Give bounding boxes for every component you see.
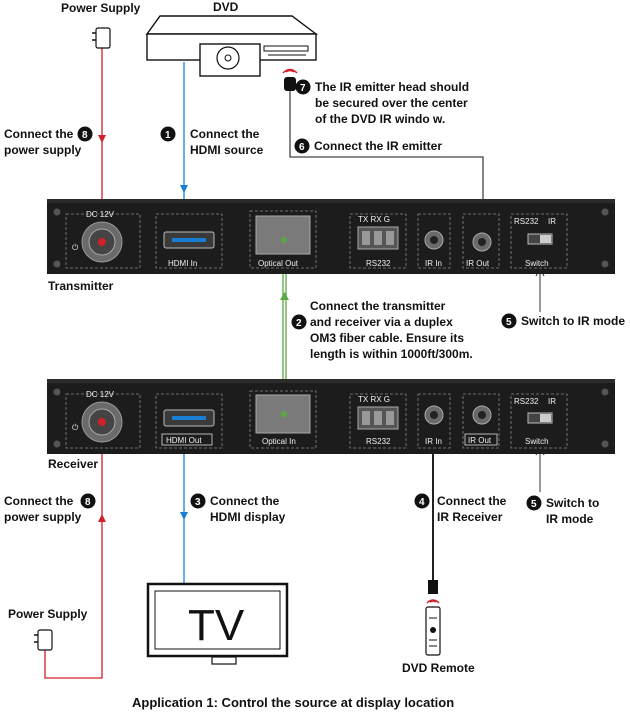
power-cable-bottom xyxy=(44,425,106,679)
svg-text:Connect the: Connect the xyxy=(4,494,74,508)
svg-text:Connect the: Connect the xyxy=(190,127,260,141)
tx-rs232-label: RS232 xyxy=(366,259,391,268)
svg-text:Switch to IR mode: Switch to IR mode xyxy=(521,314,625,328)
svg-text:power supply: power supply xyxy=(4,510,82,524)
svg-text:5: 5 xyxy=(531,499,537,510)
svg-text:8: 8 xyxy=(82,130,88,141)
svg-text:be secured over the center: be secured over the center xyxy=(315,96,468,110)
tx-switch-rs232: RS232 xyxy=(514,217,539,226)
transmitter-panel: DC 12V ⏻ HDMI In Optical Out TX RX G RS2… xyxy=(47,199,615,274)
step-8-bottom: Connect the 8 power supply xyxy=(4,493,96,524)
tv-icon xyxy=(146,582,289,665)
rx-switch-rs232: RS232 xyxy=(514,397,539,406)
ir-emitter-head xyxy=(282,68,298,91)
step-8-bottom-badge xyxy=(80,493,96,509)
step-3: 3 Connect the HDMI display xyxy=(190,493,286,524)
svg-text:5: 5 xyxy=(506,317,512,328)
svg-text:⏻: ⏻ xyxy=(72,423,79,432)
step-6-badge xyxy=(294,138,310,154)
svg-text:4: 4 xyxy=(419,497,425,508)
power-supply-bottom-label: Power Supply xyxy=(8,607,88,621)
rx-ir-in-label: IR In xyxy=(425,437,442,446)
switch-pointer-top xyxy=(535,266,545,312)
svg-text:6: 6 xyxy=(299,142,305,153)
svg-text:length is within 1000ft/300m.: length is within 1000ft/300m. xyxy=(310,347,473,361)
svg-text:Switch to: Switch to xyxy=(546,496,599,510)
step-7: 7 The IR emitter head should be secured … xyxy=(295,79,469,126)
dvd-remote-icon xyxy=(425,599,441,656)
rx-ir-out-label: IR Out xyxy=(468,436,492,445)
tv-screen-label: TV xyxy=(188,601,245,650)
step-2: 2 Connect the transmitter and receiver v… xyxy=(291,299,473,361)
svg-text:2: 2 xyxy=(296,318,302,329)
svg-text:3: 3 xyxy=(195,497,201,508)
diagram-caption: Application 1: Control the source at dis… xyxy=(132,695,454,710)
tx-switch-ir: IR xyxy=(548,217,556,226)
transmitter-label: Transmitter xyxy=(48,279,114,293)
svg-text:Connect the: Connect the xyxy=(210,494,280,508)
dvd-label: DVD xyxy=(213,0,239,14)
svg-text:Connect the transmitter: Connect the transmitter xyxy=(310,299,446,313)
svg-text:The IR emitter head should: The IR emitter head should xyxy=(315,80,469,94)
ir-signal-remote-icon xyxy=(426,599,440,604)
tx-dc-label: DC 12V xyxy=(86,210,115,219)
step-7-badge xyxy=(295,79,311,95)
receiver-panel: DC 12V ⏻ HDMI Out Optical In TX RX G RS2… xyxy=(47,379,615,454)
step-8-top: Connect the 8 power supply xyxy=(4,126,93,157)
step-1-badge xyxy=(160,126,176,142)
tx-optical-label: Optical Out xyxy=(258,259,299,268)
svg-text:⏻: ⏻ xyxy=(72,243,79,252)
step-1: 1 Connect the HDMI source xyxy=(160,126,264,157)
step-4-badge xyxy=(414,493,430,509)
step-4: 4 Connect the IR Receiver xyxy=(414,493,507,524)
rx-rs232-pins: TX RX G xyxy=(358,395,390,404)
svg-text:IR Receiver: IR Receiver xyxy=(437,510,503,524)
step-3-badge xyxy=(190,493,206,509)
rx-rs232-label: RS232 xyxy=(366,437,391,446)
svg-text:OM3 fiber cable. Ensure its: OM3 fiber cable. Ensure its xyxy=(310,331,464,345)
tx-hdmi-label: HDMI In xyxy=(168,259,197,268)
svg-text:HDMI source: HDMI source xyxy=(190,143,264,157)
svg-text:HDMI display: HDMI display xyxy=(210,510,286,524)
svg-text:7: 7 xyxy=(300,83,306,94)
step-5-bottom: 5 Switch to IR mode xyxy=(526,495,599,526)
dvd-player xyxy=(145,15,319,77)
step-6: 6 Connect the IR emitter xyxy=(294,138,442,154)
svg-text:1: 1 xyxy=(165,130,171,141)
rx-switch-ir: IR xyxy=(548,397,556,406)
tx-ir-in-label: IR In xyxy=(425,259,442,268)
svg-text:Connect the: Connect the xyxy=(437,494,507,508)
tx-optical-out-port[interactable] xyxy=(255,215,311,255)
rx-optical-label: Optical In xyxy=(262,437,296,446)
ir-receiver-head xyxy=(428,580,438,594)
ir-signal-icon xyxy=(282,68,298,74)
step-5-top: 5 Switch to IR mode xyxy=(501,313,625,329)
step-8-top-badge xyxy=(77,126,93,142)
svg-text:IR mode: IR mode xyxy=(546,512,594,526)
svg-text:Connect the: Connect the xyxy=(4,127,74,141)
power-adapter-top-icon xyxy=(92,27,111,49)
tx-ir-out-label: IR Out xyxy=(466,259,490,268)
step-2-badge xyxy=(291,314,307,330)
rx-switch-label: Switch xyxy=(525,437,549,446)
dvd-remote-label: DVD Remote xyxy=(402,661,475,675)
receiver-label: Receiver xyxy=(48,457,98,471)
power-supply-top-label: Power Supply xyxy=(61,1,141,15)
rx-hdmi-label: HDMI Out xyxy=(166,436,202,445)
svg-text:and receiver via a duplex: and receiver via a duplex xyxy=(310,315,453,329)
rx-dc-label: DC 12V xyxy=(86,390,115,399)
tx-switch-label: Switch xyxy=(525,259,549,268)
svg-text:8: 8 xyxy=(85,497,91,508)
svg-text:power supply: power supply xyxy=(4,143,82,157)
power-adapter-bottom-icon xyxy=(34,629,53,651)
tx-rs232-pins: TX RX G xyxy=(358,215,390,224)
svg-text:of the DVD IR windo w.: of the DVD IR windo w. xyxy=(315,112,445,126)
step-5-top-badge xyxy=(501,313,517,329)
svg-text:Connect the IR emitter: Connect the IR emitter xyxy=(314,139,442,153)
step-5-bottom-badge xyxy=(526,495,542,511)
